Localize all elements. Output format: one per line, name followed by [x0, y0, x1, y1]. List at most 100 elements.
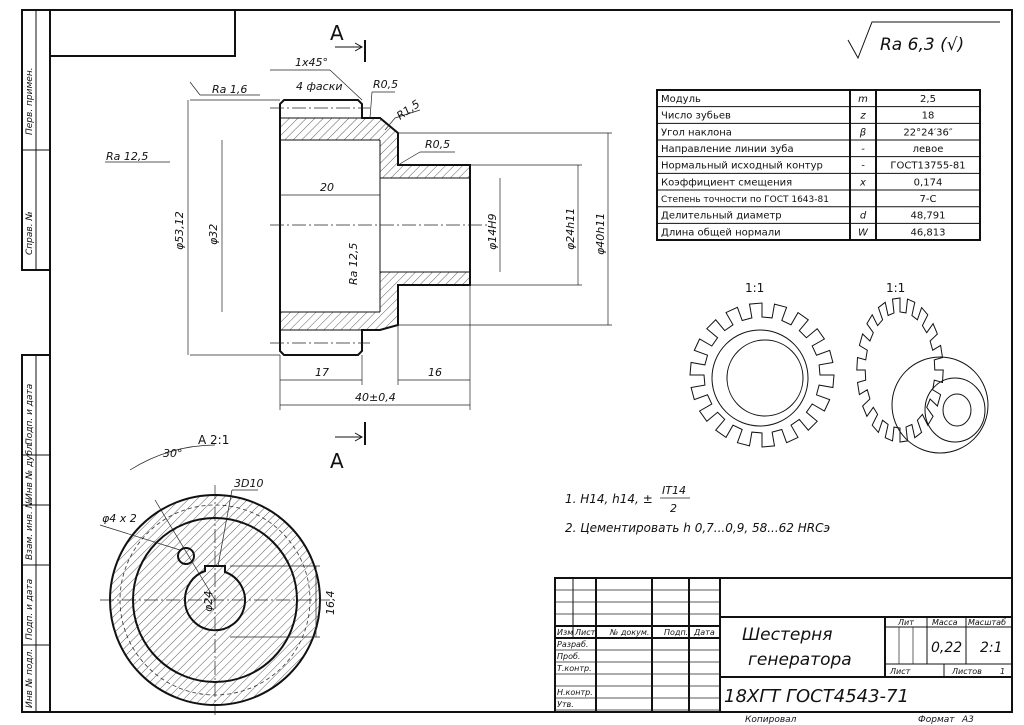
param-value: 0,174	[914, 177, 943, 188]
label: Лист	[574, 628, 596, 637]
label: 2. Цементировать h 0,7...0,9, 58...62 HR…	[565, 521, 830, 535]
label: 16,4	[324, 591, 337, 616]
label: Н.контр.	[557, 688, 593, 697]
label: φ53,12	[173, 211, 186, 250]
param-value: 18	[922, 111, 935, 122]
label: φ32	[207, 224, 220, 245]
gear-front-view	[689, 302, 835, 448]
param-symbol: β	[859, 127, 867, 138]
label: 30°	[163, 447, 183, 460]
label: IT14	[662, 484, 686, 497]
param-symbol: -	[861, 144, 865, 155]
side-label: Инв № дубл.	[25, 441, 35, 500]
label: 4 фаски	[296, 80, 342, 93]
label: Ra 12,5	[347, 243, 360, 285]
label: 1	[1000, 667, 1005, 676]
param-name: Модуль	[661, 94, 701, 105]
label: R0,5	[373, 78, 398, 91]
param-name: Направление линии зуба	[661, 144, 794, 155]
label: 20	[320, 181, 334, 194]
label: № докум.	[609, 628, 649, 637]
label: Подп.	[664, 628, 688, 637]
label: Дата	[693, 628, 715, 637]
title-block: Изм Лист № докум. Подп. Дата Разраб. Про…	[554, 577, 1013, 725]
side-label: Инв № подл.	[25, 649, 35, 708]
label: Утв.	[557, 700, 574, 709]
label: Шестерня	[742, 625, 832, 645]
label: A	[330, 21, 344, 45]
param-name: Делительный диаметр	[661, 211, 782, 222]
param-name: Число зубьев	[661, 111, 731, 122]
label: Листов	[951, 667, 982, 676]
label: A 2:1	[198, 433, 229, 447]
label: φ24h11	[564, 208, 577, 250]
label: Ra 1,6	[212, 83, 247, 96]
side-label: Справ. №	[25, 211, 35, 255]
label: φ14H9	[486, 213, 499, 250]
label: 3D10	[234, 477, 263, 490]
section-marks: A A	[330, 21, 366, 473]
gear-section-view	[270, 99, 490, 356]
sheet-frame	[21, 9, 1013, 713]
label: 2:1	[980, 640, 1003, 656]
label: 16	[428, 366, 442, 379]
label: φ4 x 2	[102, 512, 137, 525]
label: Лит	[897, 618, 914, 627]
label: φ24	[202, 591, 215, 612]
label: Масштаб	[968, 618, 1006, 627]
label: Т.контр.	[557, 664, 592, 673]
label: Изм	[557, 628, 573, 637]
label: 1. H14, h14, ±	[565, 492, 653, 506]
param-symbol: x	[859, 177, 866, 188]
dimensions	[105, 69, 612, 410]
label: R1,5	[394, 97, 422, 122]
param-name: Нормальный исходный контур	[661, 161, 823, 172]
label: 1:1	[886, 281, 905, 295]
side-strip-labels: Перв. примен. Справ. № Подп. и дата Инв …	[25, 67, 35, 708]
param-name: Длина общей нормали	[661, 227, 781, 238]
label: генератора	[748, 650, 852, 670]
param-name: Угол наклона	[661, 127, 732, 138]
label: 17	[315, 366, 329, 379]
gear-3d-views: 1:1 1:1	[689, 281, 989, 454]
param-name: Коэффициент смещения	[661, 177, 792, 188]
general-roughness: Ra 6,3 (√)	[847, 21, 1000, 60]
gear-side-view	[856, 297, 944, 443]
label: Копировал	[745, 715, 797, 725]
label: R0,5	[425, 138, 450, 151]
label: 2	[670, 502, 677, 515]
param-symbol: z	[859, 111, 866, 122]
side-label: Подп. и дата	[25, 579, 35, 640]
param-value: левое	[913, 144, 944, 155]
param-value: 22°24′36″	[903, 127, 952, 138]
label: 40±0,4	[355, 391, 396, 404]
section-a-view: A 2:1 30° 3D10 φ4 x 2 φ24 16,4	[99, 433, 337, 715]
param-name: Степень точности по ГОСТ 1643-81	[661, 195, 829, 205]
side-label: Подп. и дата	[25, 384, 35, 445]
label: А3	[961, 715, 974, 725]
side-label: Взам. инв. №	[25, 499, 35, 560]
label: Масса	[932, 618, 958, 627]
param-symbol: d	[860, 211, 867, 222]
label: φ40h11	[594, 213, 607, 255]
technical-notes: 1. H14, h14, ± IT14 2 2. Цементировать h…	[565, 484, 830, 535]
label: Ra 12,5	[106, 150, 148, 163]
label: 18ХГТ ГОСТ4543-71	[724, 686, 909, 707]
param-symbol: W	[858, 227, 869, 238]
param-symbol: -	[861, 161, 865, 172]
label: 1x45°	[295, 56, 328, 69]
label: 1:1	[745, 281, 764, 295]
param-value: 46,813	[911, 227, 946, 238]
param-value: 48,791	[911, 211, 946, 222]
label: Лист	[889, 667, 911, 676]
label: Ra 6,3 (√)	[880, 35, 964, 55]
param-value: 7-C	[920, 194, 937, 205]
label: 0,22	[931, 640, 962, 656]
param-value: 2,5	[920, 94, 936, 105]
label: Разраб.	[557, 640, 588, 649]
dimension-labels: 1x45° 4 фаски R0,5 R1,5 R0,5 Ra 1,6 Ra 1…	[106, 56, 607, 404]
label: Проб.	[557, 652, 580, 661]
side-label: Перв. примен.	[25, 67, 35, 135]
